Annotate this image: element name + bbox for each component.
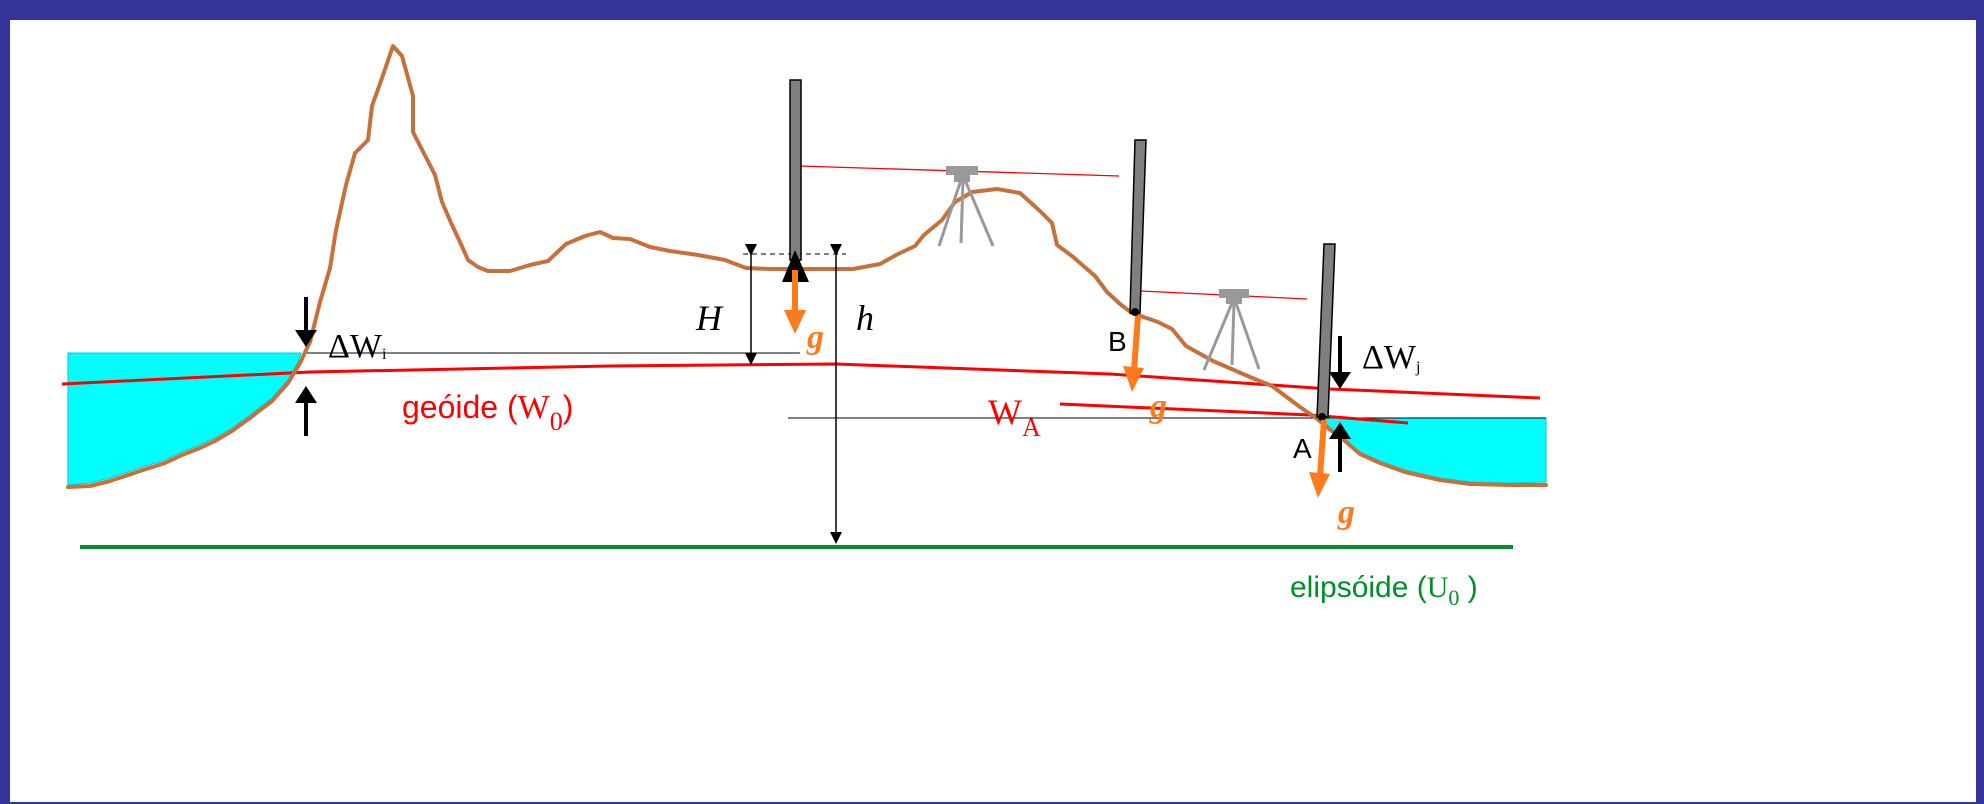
- levelling-rod-1: [789, 79, 802, 261]
- level-instrument-2: [1202, 289, 1261, 371]
- label-delta-wi: ΔWi: [328, 328, 387, 365]
- slide-frame: H h g g g ΔWi ΔWj geóide (W0) WA B A eli…: [10, 20, 1976, 802]
- levelling-rod-3: [1316, 243, 1336, 418]
- label-g-3: g: [1337, 494, 1355, 531]
- label-geoide: geóide (W0): [402, 389, 573, 436]
- gravity-arrow-2: [1123, 315, 1144, 392]
- label-g-2: g: [1149, 388, 1167, 425]
- delta-wi-arrows: [295, 297, 317, 436]
- label-elipsoide: elipsóide (U0 ): [1290, 571, 1478, 610]
- label-wa: WA: [988, 392, 1041, 442]
- label-delta-wj: ΔWj: [1362, 339, 1420, 376]
- gravity-arrow-1: [784, 270, 806, 334]
- point-a-marker: [1318, 413, 1326, 421]
- level-instrument-1: [937, 166, 995, 247]
- wa-equipotential-line: [1059, 402, 1409, 425]
- rod-base-marker: [782, 250, 809, 282]
- right-sea: [1314, 417, 1547, 484]
- label-h: h: [856, 298, 874, 338]
- label-point-b: B: [1108, 326, 1127, 357]
- gravity-arrow-3: [1309, 419, 1330, 498]
- label-point-a: A: [1293, 433, 1312, 464]
- label-H: H: [695, 298, 724, 338]
- levelling-rod-2: [1129, 139, 1147, 314]
- point-b-marker: [1131, 308, 1139, 316]
- delta-wj-arrows: [1329, 336, 1351, 472]
- geoid-height-diagram: H h g g g ΔWi ΔWj geóide (W0) WA B A eli…: [61, 44, 1548, 610]
- terrain-profile: [66, 44, 1548, 489]
- label-g-1: g: [806, 319, 824, 356]
